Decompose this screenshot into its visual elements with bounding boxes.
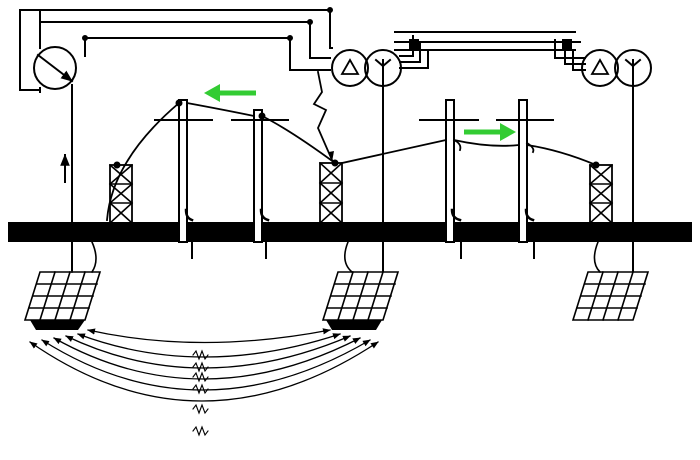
fault-lightning-icon	[312, 70, 334, 162]
pole-1	[154, 99, 213, 259]
current-flow-left-arrow-icon	[204, 84, 256, 102]
right-busbars	[394, 31, 586, 71]
tower-lattice-right	[588, 161, 614, 225]
left-transformer-feed	[289, 9, 333, 71]
tower-lattice-middle	[318, 159, 344, 225]
overhead-ground-wire	[106, 101, 598, 221]
grid-bond-left	[30, 320, 85, 330]
earth-grid-right	[571, 240, 650, 322]
grid-bond-middle	[326, 320, 382, 330]
pole-ground-leads	[184, 208, 535, 222]
resistor-symbols	[192, 349, 209, 437]
ground-surface	[8, 222, 692, 242]
pole-4	[496, 99, 554, 259]
transformer-left-delta-wye	[331, 49, 402, 281]
transformer-right-delta-wye	[581, 49, 652, 276]
earth-grid-left	[23, 240, 102, 322]
earth-grid-middle	[321, 240, 400, 322]
pole-3	[419, 99, 479, 259]
current-flow-right-arrow-icon	[464, 123, 516, 141]
tower-lattice-left	[108, 161, 134, 225]
